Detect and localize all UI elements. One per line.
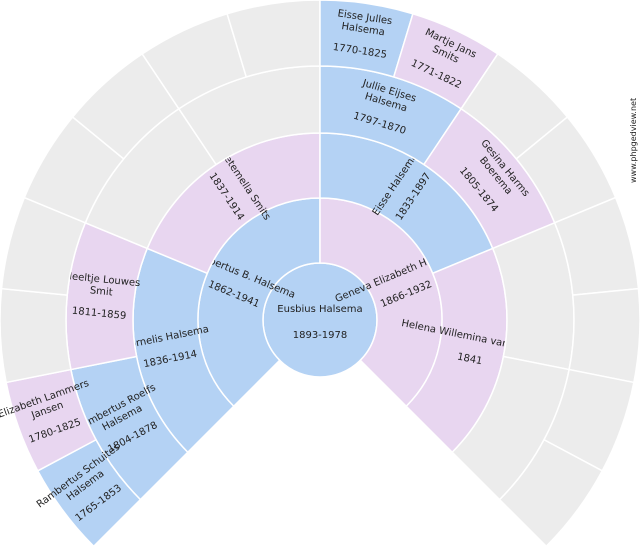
watermark[interactable]: www.phpgedview.net xyxy=(629,98,638,183)
person-p9-dates: 1811-1859 xyxy=(71,306,126,322)
person-p1-name: Eusbius Halsema xyxy=(277,304,362,315)
person-p1-dates: 1893-1978 xyxy=(293,330,348,341)
person-p9-name-line2: Smit xyxy=(89,285,113,298)
empty-ancestor-wedge xyxy=(491,221,575,371)
empty-ancestor-wedge xyxy=(0,287,72,384)
person-p7-dates: 1841 xyxy=(456,352,483,368)
empty-ancestor-wedge xyxy=(568,287,640,384)
empty-ancestor-wedge xyxy=(498,438,604,548)
